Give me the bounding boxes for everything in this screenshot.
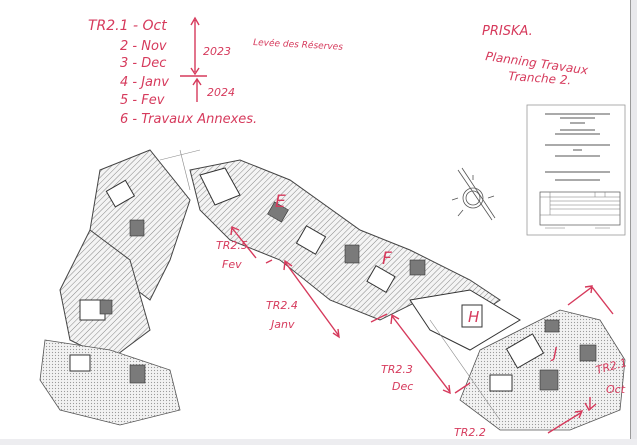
segment-code: TR2.2 <box>454 426 486 439</box>
schedule-item: 2 - Nov <box>120 39 167 54</box>
page-edge-right <box>630 0 637 445</box>
segment-arrow <box>370 313 471 395</box>
schedule-item: 6 - Travaux Annexes. <box>120 112 257 127</box>
year-bracket-arrows <box>180 16 207 102</box>
segment-code: TR2.5 <box>216 239 248 252</box>
segment-annotations: TR2.5 Fev TR2.4 Janv TR2.3 Dec TR2.2 TR2… <box>216 225 629 439</box>
schedule-item: 5 - Fev <box>120 93 165 108</box>
title-block <box>526 104 626 236</box>
zone-labels: E F H J <box>275 192 557 362</box>
segment-month: Fev <box>222 258 242 271</box>
segment-month: Dec <box>392 380 413 393</box>
zone-label: E <box>275 192 286 212</box>
north-arrow-icon <box>451 167 496 221</box>
segment-month: Oct <box>606 383 626 396</box>
year-label: 2024 <box>207 86 235 99</box>
segment-arrow <box>230 225 273 264</box>
schedule-annotation: TR2.1 - Oct 2 - Nov 3 - Dec 4 - Janv 5 -… <box>88 16 590 127</box>
year-label: 2023 <box>203 45 231 58</box>
segment-month: Janv <box>269 318 295 331</box>
segment-arrow <box>283 259 340 339</box>
schedule-item: TR2.1 - Oct <box>88 18 167 34</box>
subtitle-annotation: Tranche 2. <box>508 69 572 87</box>
building-left <box>39 149 191 426</box>
heading-annotation: Levée des Réserves <box>253 37 344 53</box>
segment-code: TR2.4 <box>266 299 298 312</box>
segment-code: TR2.3 <box>381 363 413 376</box>
client-annotation: PRISKA. <box>482 24 533 39</box>
building-band <box>159 149 626 431</box>
schedule-item: 3 - Dec <box>120 56 166 71</box>
zone-label: H <box>468 308 479 326</box>
schedule-item: 4 - Janv <box>120 75 169 90</box>
page-edge-bottom <box>0 439 637 445</box>
zone-label: F <box>382 249 392 269</box>
segment-arrow <box>547 285 614 434</box>
zone-label: J <box>550 344 557 362</box>
